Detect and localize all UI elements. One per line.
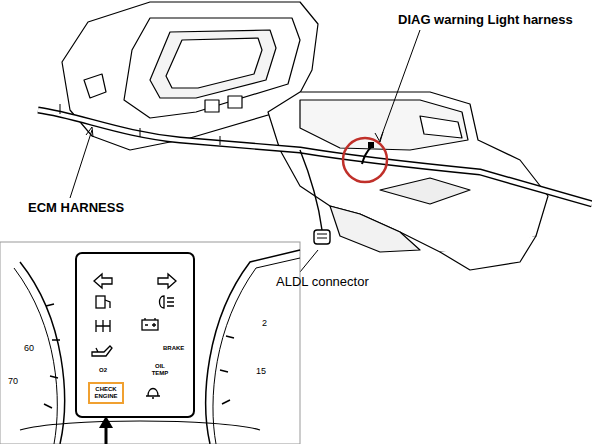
part-label: DIAG warning Light harness xyxy=(398,12,573,27)
gauge-number: 60 xyxy=(24,343,34,353)
lamp-label: BRAKE xyxy=(163,345,184,352)
part-label: ALDL connector xyxy=(276,274,369,289)
check-engine-lamp: CHECK ENGINE xyxy=(88,382,124,404)
part-label: ECM HARNESS xyxy=(28,200,124,215)
gauge-number: 70 xyxy=(8,376,18,386)
lamp-label: CHECK ENGINE xyxy=(90,384,122,402)
gauge-number: 2 xyxy=(262,318,267,328)
gauge-number: 15 xyxy=(256,366,266,376)
lamp-label: O2 xyxy=(99,367,107,374)
lamp-label: OIL TEMP xyxy=(149,363,171,377)
warning-light-panel: BRAKE O2 OIL TEMP CHECK ENGINE xyxy=(75,252,195,418)
